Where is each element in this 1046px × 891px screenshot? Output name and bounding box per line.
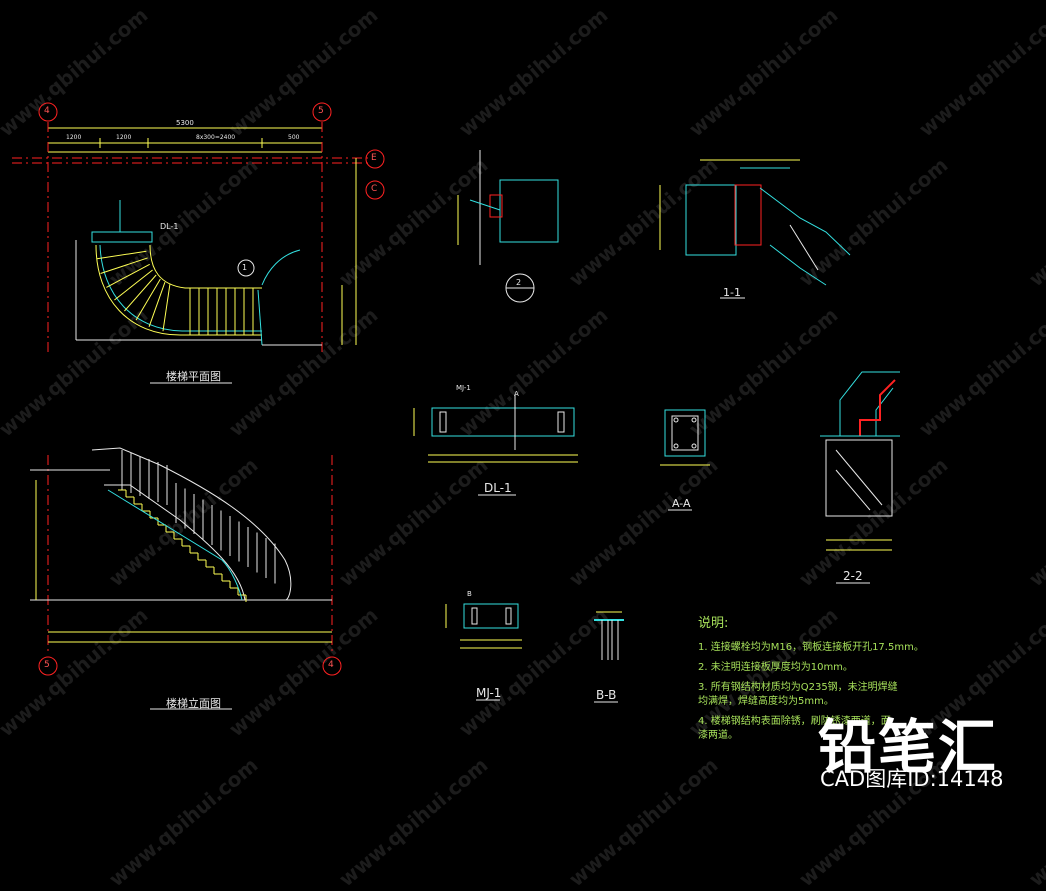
grid-label-4-elev: 4 [328,660,334,670]
brand-watermark: 铅笔汇 [818,713,999,781]
stair-elevation-view [30,447,333,710]
grid-label-e: E [371,153,377,163]
cad-line [148,282,166,327]
dim-seg1: 1200 [66,134,82,141]
note-item-2: 2. 未注明连接板厚度均为10mm。 [698,662,853,673]
grid-label-5: 5 [318,106,324,116]
grid-bubble-5 [312,102,332,122]
cad-line [114,269,153,301]
title-a-a: A-A [672,497,691,510]
tag-detail-1: 1 [242,263,248,272]
title-elevation: 楼梯立面图 [166,697,221,710]
mj-1-detail [445,603,522,701]
note-item-3: 3. 所有钢结构材质均为Q235钢，未注明焊缝均满焊，焊缝高度均为5mm。 [698,682,898,707]
dl-1-detail [413,395,578,496]
note-item-1: 1. 连接螺栓均为M16，钢板连接板开孔17.5mm。 [698,642,924,653]
cad-id-label: CAD图库ID:14148 [820,767,1004,791]
cad-line [106,263,150,288]
cad-linework [12,102,900,710]
section-2-2 [820,371,900,584]
title-1-1: 1-1 [723,286,741,299]
detail-1-connection [457,150,559,303]
dim-seg4: 500 [288,134,300,141]
title-2-2: 2-2 [843,569,863,583]
cad-line [124,274,157,312]
grid-bubble-5-elev [38,656,58,676]
drawing-notes: 说明: 1. 连接螺栓均为M16，钢板连接板开孔17.5mm。 2. 未注明连接… [698,612,924,749]
grid-bubble-4 [38,102,58,122]
notes-title: 说明: [698,616,729,631]
cad-line [96,250,147,260]
tag-dl1-plan: DL-1 [160,222,179,231]
cad-line [162,284,171,332]
grid-bubble-4-elev [322,656,342,676]
section-a-a [660,409,710,511]
title-dl-1: DL-1 [484,481,512,495]
title-b-b: B-B [596,688,617,702]
section-1-1 [659,159,851,299]
tag-b-mark: B [467,590,472,598]
section-b-b [594,611,624,703]
stair-plan-view [12,122,368,384]
dim-seg2: 1200 [116,134,132,141]
grid-label-4: 4 [44,106,50,116]
dim-seg3: 8x300=2400 [196,134,236,141]
note-item-4: 4. 楼梯钢结构表面除锈，刷防锈漆两道，面漆两道。 [698,716,891,741]
grid-bubble-c [365,180,385,200]
grid-bubble-e [365,149,385,169]
tag-detail-2: 2 [516,278,522,287]
grid-label-c: C [371,184,378,194]
tag-a-mark: A [514,390,519,398]
dim-overall: 5300 [176,119,194,127]
title-mj-1: MJ-1 [476,686,502,700]
tag-mj1: MJ-1 [456,384,471,392]
title-plan: 楼梯平面图 [166,370,221,383]
grid-label-5-elev: 5 [44,660,50,670]
cad-line [100,257,148,274]
cad-line [135,278,161,321]
